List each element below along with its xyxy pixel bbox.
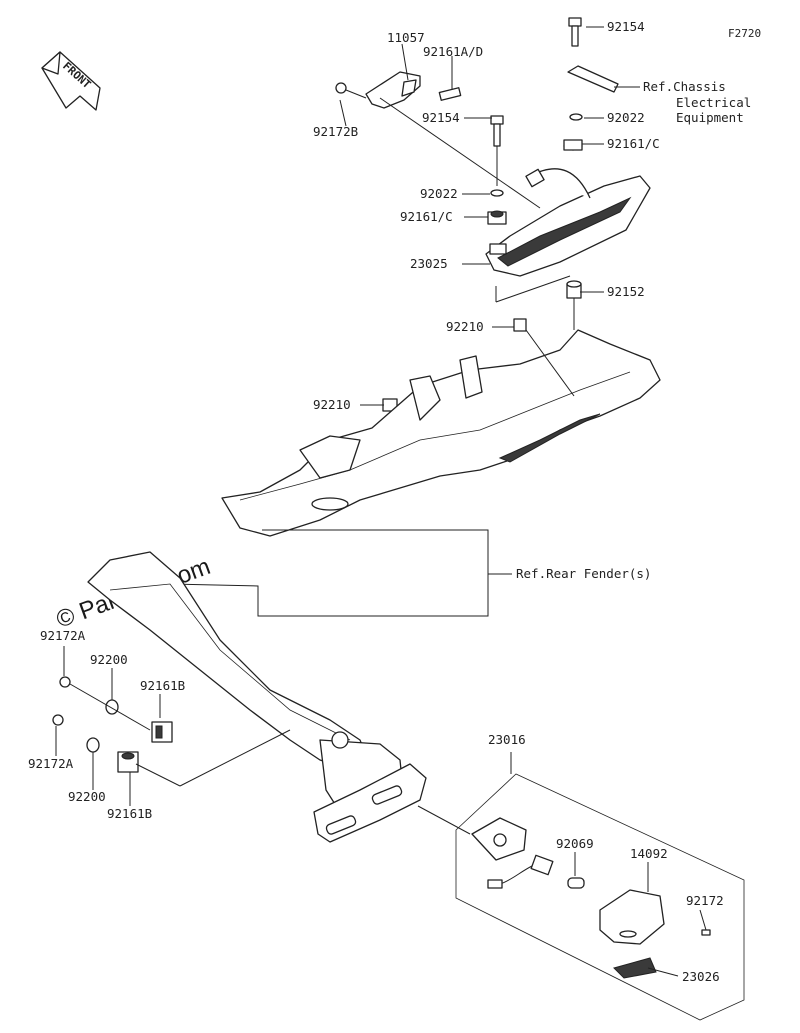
- callout-11057: 11057: [387, 30, 425, 45]
- part-92154-bolt-mid: [490, 115, 504, 147]
- leader-bracket-to-lamp: [417, 805, 471, 835]
- callout-23026: 23026: [682, 969, 720, 984]
- part-23025-tail-light: [485, 168, 651, 277]
- rear-fender-ref-bracket: [169, 529, 489, 617]
- part-92022-washer-left: [490, 189, 504, 197]
- part-92161b-grommet-bottom: [117, 751, 139, 773]
- callout-92200-bottom: 92200: [68, 789, 106, 804]
- callout-ref-chassis-1: Ref.Chassis: [643, 79, 726, 94]
- part-92152-collar: [566, 280, 582, 299]
- callout-ref-chassis-3: Equipment: [676, 110, 744, 125]
- part-23026-gasket: [613, 957, 657, 979]
- part-92154-bolt-top: [568, 17, 582, 47]
- callout-92210-mid: 92210: [313, 397, 351, 412]
- part-11057-bracket: [365, 71, 421, 109]
- callout-92161b-top: 92161B: [140, 678, 185, 693]
- part-92161b-grommet-top: [151, 721, 173, 743]
- part-92210-nut-top: [513, 318, 527, 332]
- callout-92154-mid: 92154: [422, 110, 460, 125]
- part-92172b-screw: [335, 82, 367, 99]
- callout-92161c-right: 92161/C: [607, 136, 660, 151]
- part-92172a-screw-bottom: [52, 714, 64, 726]
- callout-92200-top: 92200: [90, 652, 128, 667]
- part-92161ad-damper: [438, 87, 462, 101]
- license-lamp-wire: [487, 854, 554, 889]
- callout-92172: 92172: [686, 893, 724, 908]
- leader-92172a-top: [69, 683, 151, 731]
- license-lamp-socket: [471, 817, 527, 861]
- part-92172a-screw-top: [59, 676, 71, 688]
- callout-92210-top: 92210: [446, 319, 484, 334]
- front-direction-arrow: FRONT: [41, 51, 101, 111]
- figure-number: F2720: [728, 27, 761, 40]
- part-92161c-grommet-right: [563, 139, 583, 151]
- leader-92161b-bottom: [135, 763, 181, 787]
- part-14092-lens-cover: [599, 889, 665, 945]
- leader-to-bracket: [179, 729, 291, 787]
- chassis-strap: [567, 65, 619, 93]
- callout-92069: 92069: [556, 836, 594, 851]
- rear-fender-assembly: [221, 329, 661, 537]
- part-92022-washer-right: [569, 113, 583, 121]
- callout-ref-rear-fender: Ref.Rear Fender(s): [516, 566, 651, 581]
- callout-14092: 14092: [630, 846, 668, 861]
- callout-92161ad: 92161A/D: [423, 44, 483, 59]
- callout-92022-right: 92022: [607, 110, 645, 125]
- callout-92152: 92152: [607, 284, 645, 299]
- part-92069-bulb: [567, 877, 585, 889]
- callout-92022-left: 92022: [420, 186, 458, 201]
- callout-ref-chassis-2: Electrical: [676, 95, 751, 110]
- callout-23016: 23016: [488, 732, 526, 747]
- callout-23025: 23025: [410, 256, 448, 271]
- part-92172-screw: [701, 929, 711, 936]
- assembly-23016-box: [455, 773, 745, 1021]
- callout-92172a-top: 92172A: [40, 628, 86, 643]
- callout-92172b: 92172B: [313, 124, 358, 139]
- callout-92161c-left: 92161/C: [400, 209, 453, 224]
- callout-92154-top: 92154: [607, 19, 645, 34]
- part-92200-washer-top: [105, 699, 119, 715]
- callout-92172a-bottom: 92172A: [28, 756, 74, 771]
- callout-92161b-bottom: 92161B: [107, 806, 152, 821]
- leader-lines: [55, 26, 707, 977]
- part-92200-washer-bottom: [86, 737, 100, 753]
- license-plate-bracket: [87, 551, 427, 843]
- part-92161c-grommet-left: [487, 210, 507, 225]
